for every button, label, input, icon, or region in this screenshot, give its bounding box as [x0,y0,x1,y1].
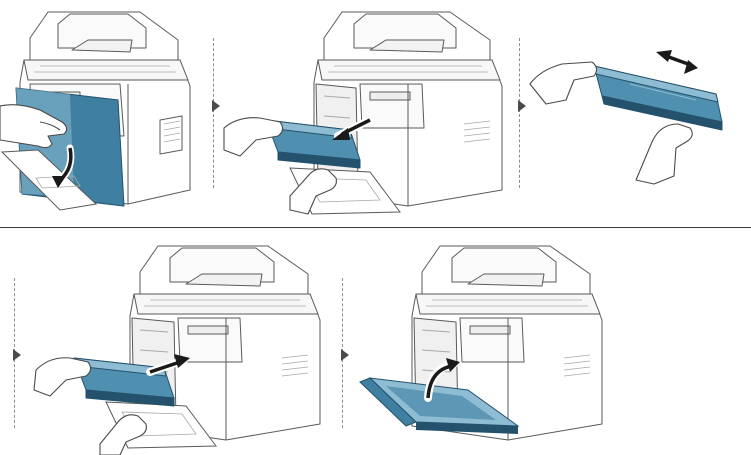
step-arrow-icon [518,100,526,112]
step-divider-2 [519,38,520,188]
step-1-panel [0,0,205,220]
step-5-panel [350,232,610,455]
toner-cartridge [73,357,175,407]
step-1-illustration [0,11,191,211]
control-panel [177,317,243,363]
hand [529,61,693,185]
step-4-panel [14,232,330,455]
step-3-panel [526,0,751,220]
hand [0,104,68,149]
hand [223,117,337,215]
shake-arrow-icon [656,50,698,74]
step-arrow-icon [212,100,220,112]
toner-cartridge [265,119,361,169]
hand [33,357,147,455]
step-arrow-icon [341,349,349,361]
step-3-illustration [529,50,723,185]
control-panel [459,317,525,363]
toner-cartridge [593,65,723,131]
step-5-illustration [359,245,603,441]
step-4-illustration [33,245,321,455]
output-tray [0,149,98,211]
step-arrow-icon [13,349,21,361]
step-2-panel [220,0,510,220]
step-divider-1 [213,38,214,188]
step-2-illustration [223,11,503,215]
row-divider [0,227,751,228]
